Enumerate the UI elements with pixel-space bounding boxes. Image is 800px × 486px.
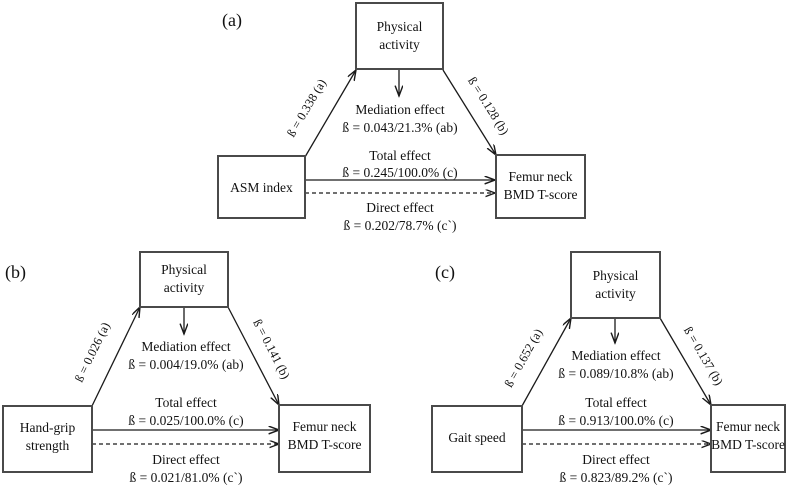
panel-c-path-a-label: ß = 0.652 (a)	[502, 326, 546, 389]
panel-c-predictor-label: Gait speed	[448, 430, 506, 445]
panel-b-path-b-arrow	[227, 306, 279, 405]
panel-c-mediation-value: ß = 0.089/10.8% (ab)	[558, 366, 673, 381]
panel-b-predictor-label-line1: Hand-grip	[20, 420, 76, 435]
panel-c-mediator-label-line2: activity	[595, 286, 636, 301]
panel-b-outcome-box	[278, 404, 371, 473]
panel-a: (a) ß = 0.338 (a) ß = 0.128 (b) Physical…	[217, 2, 586, 233]
panel-c-path-b-arrow	[659, 317, 711, 405]
panel-a-path-a-label: ß = 0.338 (a)	[284, 77, 329, 140]
panel-c-mediator-box	[570, 251, 661, 319]
panel-c-direct-title: Direct effect	[582, 452, 650, 467]
panel-b-mediator-box	[139, 251, 229, 308]
panel-b-path-a-arrow	[91, 307, 140, 407]
panel-c-path-b-label: ß = 0.137 (b)	[681, 324, 726, 387]
panel-c-outcome-box	[710, 404, 786, 473]
panel-c-direct-value: ß = 0.823/89.2% (c`)	[560, 470, 673, 485]
panel-a-path-b-arrow	[442, 69, 496, 155]
panel-a-mediator-label-line1: Physical	[377, 19, 423, 34]
panel-c-total-title: Total effect	[585, 395, 647, 410]
panel-a-total-value: ß = 0.245/100.0% (c)	[342, 165, 457, 180]
panel-a-mediation-title: Mediation effect	[355, 102, 445, 117]
panel-b-total-title: Total effect	[155, 395, 217, 410]
panel-a-outcome-label-line2: BMD T-score	[504, 187, 578, 202]
panel-a-outcome-box	[495, 154, 586, 219]
panel-b-mediator-label-line2: activity	[164, 280, 205, 295]
panel-c-total-value: ß = 0.913/100.0% (c)	[558, 413, 673, 428]
panel-b-mediator-label-line1: Physical	[161, 262, 207, 277]
panel-c-label: (c)	[435, 262, 455, 283]
panel-a-direct-value: ß = 0.202/78.7% (c`)	[344, 218, 457, 233]
panel-a-outcome-label-line1: Femur neck	[508, 169, 572, 184]
panel-a-path-a-arrow	[304, 70, 356, 158]
panel-c-mediator-label-line1: Physical	[593, 268, 639, 283]
panel-c-predictor-box	[431, 405, 523, 473]
panel-b: (b) ß = 0.026 (a) ß = 0.141 (b) Physical…	[2, 251, 371, 485]
panel-c-path-a-arrow	[521, 318, 571, 407]
panel-a-predictor-box	[217, 155, 306, 219]
panel-c-outcome-label-line1: Femur neck	[716, 419, 780, 434]
panel-a-label: (a)	[222, 10, 242, 31]
panel-b-predictor-label-line2: strength	[26, 438, 70, 453]
panel-a-total-title: Total effect	[369, 148, 431, 163]
panel-b-mediation-value: ß = 0.004/19.0% (ab)	[128, 357, 243, 372]
panel-b-predictor-box	[2, 405, 93, 473]
panel-b-total-value: ß = 0.025/100.0% (c)	[128, 413, 243, 428]
panel-a-mediation-value: ß = 0.043/21.3% (ab)	[342, 120, 457, 135]
panel-b-direct-value: ß = 0.021/81.0% (c`)	[130, 470, 243, 485]
panel-a-predictor-label: ASM index	[230, 180, 293, 195]
panel-b-label: (b)	[5, 262, 26, 283]
panel-b-path-b-label: ß = 0.141 (b)	[250, 317, 293, 381]
panel-b-mediation-title: Mediation effect	[141, 339, 231, 354]
panel-c: (c) ß = 0.652 (a) ß = 0.137 (b) Physical…	[431, 251, 786, 485]
panel-a-path-b-label: ß = 0.128 (b)	[465, 74, 512, 137]
panel-a-mediator-label-line2: activity	[379, 37, 420, 52]
panel-b-outcome-label-line2: BMD T-score	[288, 437, 362, 452]
panel-b-direct-title: Direct effect	[152, 452, 220, 467]
panel-c-outcome-label-line2: BMD T-score	[711, 437, 785, 452]
panel-c-mediation-title: Mediation effect	[571, 348, 661, 363]
panel-b-outcome-label-line1: Femur neck	[292, 419, 356, 434]
panel-a-direct-title: Direct effect	[366, 200, 434, 215]
panel-a-mediator-box	[355, 2, 444, 70]
